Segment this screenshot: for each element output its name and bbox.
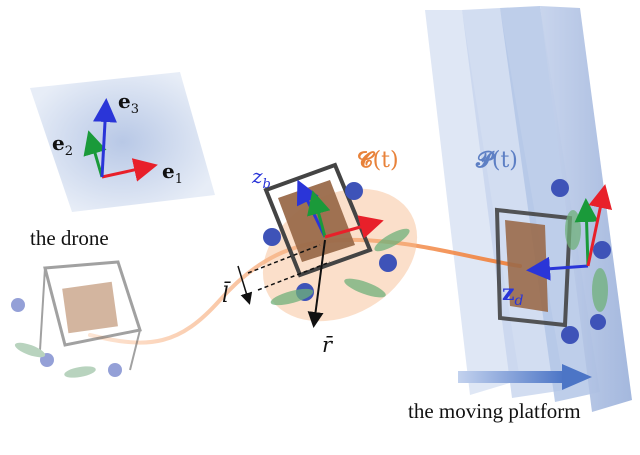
drone-middle-propeller <box>344 278 386 298</box>
drone-start-leg <box>129 329 141 371</box>
plane-3 <box>500 6 600 402</box>
e1-axis <box>101 158 158 182</box>
drone-platform-y-axis <box>574 198 599 267</box>
trajectory <box>88 237 522 345</box>
frame-patch <box>30 72 215 212</box>
drone-platform-motor <box>561 326 579 344</box>
drone-start-leg <box>39 267 46 351</box>
drone-middle-y-axis <box>307 190 331 238</box>
e2-label: e2 <box>52 131 73 159</box>
lbar-label: l̄ <box>222 281 231 307</box>
drone-middle-motor <box>345 182 363 200</box>
drone-platform-propeller <box>592 268 608 312</box>
rbar-arrow <box>307 239 326 328</box>
drone-start-motor <box>108 363 122 377</box>
drone-middle-propeller <box>270 288 314 306</box>
e3-label: e3 <box>118 89 139 117</box>
drone-platform-motor <box>551 179 569 197</box>
platform-motion-arrow-shaft <box>458 371 564 383</box>
e3-axis <box>93 98 117 178</box>
drone-middle-motor <box>379 254 397 272</box>
platform-motion-arrow-head <box>562 364 592 390</box>
drone-platform <box>494 179 613 344</box>
drone-platform-x-axis <box>586 184 613 267</box>
e1-label: e1 <box>162 159 183 187</box>
rbar-label: r̄ <box>322 333 334 357</box>
drone-start <box>11 260 142 378</box>
drone-platform-motor <box>590 314 606 330</box>
e2-axis <box>83 130 107 178</box>
drone-middle-propeller <box>374 228 410 252</box>
lbar-dash-2 <box>257 261 331 291</box>
zb-label: zb <box>251 164 271 192</box>
drone-start-body <box>62 281 118 334</box>
drone-platform-frame <box>494 207 573 328</box>
drone-middle <box>237 162 410 328</box>
drone-caption: the drone <box>30 226 109 250</box>
drone-middle-motor <box>263 228 281 246</box>
drone-platform-motor <box>593 241 611 259</box>
drone-middle-frame <box>263 162 373 278</box>
drone-middle-x-axis <box>324 215 384 239</box>
platform-caption: the moving platform <box>408 399 581 423</box>
drone-start-propeller <box>64 366 96 378</box>
plane-1 <box>425 10 520 395</box>
drone-start-motor <box>11 298 25 312</box>
zd-label: zd <box>502 280 524 309</box>
lbar-dash-1 <box>247 244 321 274</box>
drone-start-propeller <box>14 342 46 358</box>
drone-platform-propeller <box>565 210 581 250</box>
c-label: 𝓒(t) <box>357 147 399 173</box>
world-frame: e3 e2 e1 <box>30 72 215 212</box>
p-label: 𝓟(t) <box>475 147 518 173</box>
zd-axis <box>526 256 589 281</box>
lbar-arrow <box>237 265 253 305</box>
